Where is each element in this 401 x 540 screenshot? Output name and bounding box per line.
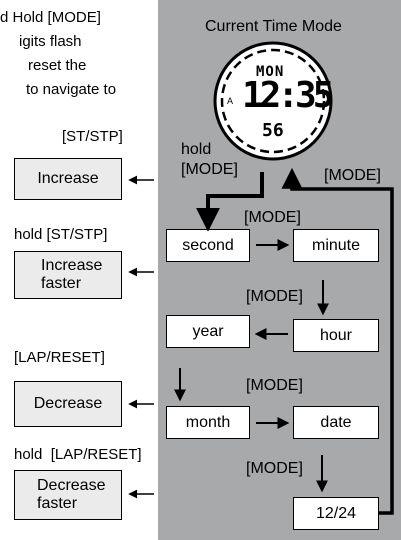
lap-reset-button-label: [LAP/RESET] xyxy=(14,349,105,366)
panel-title: Current Time Mode xyxy=(205,18,342,35)
hold-mode-label-1: hold xyxy=(181,141,212,158)
step-second: second xyxy=(166,229,250,262)
watch-time: 12:35 xyxy=(242,75,334,116)
mode-label-minute-hour: [MODE] xyxy=(246,288,303,305)
mode-label-second-minute: [MODE] xyxy=(244,209,301,226)
watch-day: MON xyxy=(256,64,285,80)
intro-line-1: d Hold [MODE] xyxy=(0,9,101,26)
increase-faster-box: Increase faster xyxy=(14,251,122,299)
step-year: year xyxy=(166,315,250,348)
increase-box: Increase xyxy=(14,158,122,200)
step-minute: minute xyxy=(293,229,379,262)
step-hour: hour xyxy=(293,319,379,352)
mode-label-date-format: [MODE] xyxy=(246,460,303,477)
increase-faster-line-1: Increase xyxy=(41,257,103,274)
mode-label-year-month: [MODE] xyxy=(246,377,303,394)
step-month: month xyxy=(166,406,250,439)
intro-line-3: reset the xyxy=(28,57,87,74)
intro-line-4: to navigate to xyxy=(26,81,117,98)
return-arrow xyxy=(281,167,394,515)
hold-lap-reset-button-label: hold [LAP/RESET] xyxy=(14,446,142,463)
increase-faster-line-2: faster xyxy=(41,275,82,292)
decrease-faster-line-1: Decrease xyxy=(37,477,106,494)
watch-side-mark: A xyxy=(227,96,234,106)
intro-line-2: igits flash xyxy=(19,33,82,50)
hold-st-stp-button-label: hold [ST/STP] xyxy=(14,226,108,243)
decrease-box: Decrease xyxy=(14,381,122,427)
st-stp-button-label: [ST/STP] xyxy=(62,128,123,145)
hold-mode-arrow xyxy=(196,172,264,232)
decrease-faster-line-2: faster xyxy=(37,495,78,512)
hold-mode-label-2: [MODE] xyxy=(181,161,238,178)
step-12-24: 12/24 xyxy=(293,497,379,530)
step-date: date xyxy=(293,406,379,439)
decrease-faster-box: Decrease faster xyxy=(14,470,122,520)
watch-seconds: 56 xyxy=(262,120,284,141)
return-mode-label: [MODE] xyxy=(324,167,381,184)
